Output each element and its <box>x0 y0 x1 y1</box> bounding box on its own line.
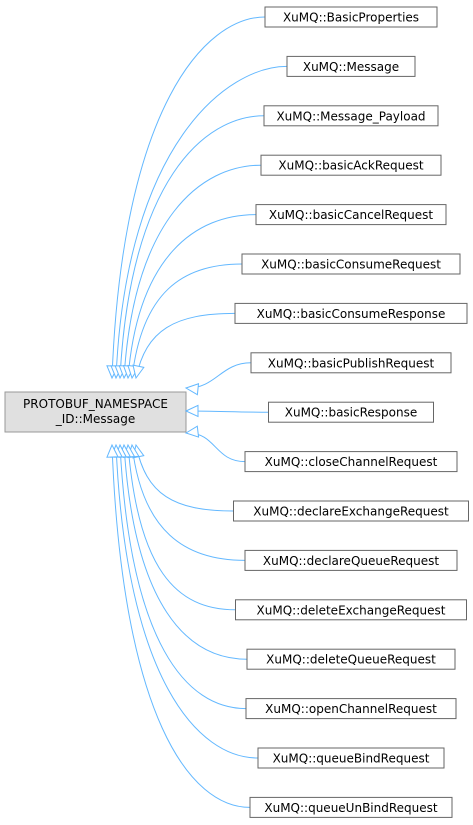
class-node-declare-queue-request[interactable]: XuMQ::declareQueueRequest <box>244 549 458 571</box>
inheritance-edge-close-channel-request <box>187 432 246 463</box>
class-node-basic-ack-request[interactable]: XuMQ::basicAckRequest <box>260 154 442 176</box>
class-node-label: XuMQ::BasicProperties <box>283 11 419 25</box>
derived-class-nodes: XuMQ::BasicPropertiesXuMQ::MessageXuMQ::… <box>233 6 469 818</box>
class-node-message-payload[interactable]: XuMQ::Message_Payload <box>263 105 439 127</box>
class-node-basic-consume-request[interactable]: XuMQ::basicConsumeRequest <box>241 253 461 275</box>
inheritance-edge-basic-consume-response <box>135 312 236 379</box>
inheritance-edge-basic-ack-request <box>123 164 262 379</box>
class-node-delete-queue-request[interactable]: XuMQ::deleteQueueRequest <box>246 648 456 670</box>
base-class-node[interactable]: PROTOBUF_NAMESPACE _ID::Message <box>4 391 187 433</box>
class-node-basic-properties[interactable]: XuMQ::BasicProperties <box>264 6 438 28</box>
class-node-label: XuMQ::Message <box>303 60 399 74</box>
class-node-label: XuMQ::declareQueueRequest <box>263 554 440 568</box>
class-node-label: XuMQ::basicAckRequest <box>278 159 423 173</box>
class-node-declare-exchange-request[interactable]: XuMQ::declareExchangeRequest <box>233 500 469 522</box>
class-node-label: XuMQ::basicPublishRequest <box>268 356 435 370</box>
class-node-message[interactable]: XuMQ::Message <box>286 55 416 77</box>
arrowhead-queue-un-bind-request <box>106 443 119 458</box>
inheritance-edge-queue-bind-request <box>115 444 259 759</box>
class-node-basic-response[interactable]: XuMQ::basicResponse <box>268 401 434 423</box>
class-node-label: XuMQ::queueUnBindRequest <box>264 801 438 815</box>
class-node-label: XuMQ::deleteExchangeRequest <box>257 603 446 617</box>
class-node-label: XuMQ::basicConsumeRequest <box>261 258 441 272</box>
inheritance-edge-message <box>115 65 288 379</box>
inheritance-edge-basic-cancel-request <box>127 214 257 379</box>
inheritance-edge-basic-properties <box>111 16 266 379</box>
class-node-label: XuMQ::queueBindRequest <box>273 752 430 766</box>
inheritance-arrowheads <box>106 364 200 459</box>
class-node-label: XuMQ::deleteQueueRequest <box>266 653 436 667</box>
class-node-label: XuMQ::Message_Payload <box>276 109 425 123</box>
arrowhead-basic-consume-response <box>132 364 145 380</box>
inheritance-edge-basic-response <box>187 410 269 413</box>
class-node-basic-cancel-request[interactable]: XuMQ::basicCancelRequest <box>255 204 447 226</box>
inheritance-edges <box>111 16 288 808</box>
base-class-label-line1: PROTOBUF_NAMESPACE <box>23 397 168 411</box>
class-node-label: XuMQ::basicConsumeResponse <box>257 307 446 321</box>
class-node-delete-exchange-request[interactable]: XuMQ::deleteExchangeRequest <box>235 599 467 621</box>
class-node-queue-bind-request[interactable]: XuMQ::queueBindRequest <box>257 747 445 769</box>
class-node-label: XuMQ::openChannelRequest <box>265 702 437 716</box>
inheritance-edge-delete-queue-request <box>123 444 248 660</box>
arrowhead-basic-publish-request <box>184 383 200 396</box>
class-node-label: XuMQ::declareExchangeRequest <box>253 505 449 519</box>
arrowhead-basic-response <box>184 404 199 418</box>
class-node-label: XuMQ::basicCancelRequest <box>269 208 434 222</box>
inheritance-edge-delete-exchange-request <box>127 444 236 611</box>
arrowhead-close-channel-request <box>184 425 200 438</box>
inheritance-edge-queue-un-bind-request <box>111 444 251 808</box>
class-node-label: XuMQ::basicResponse <box>285 406 418 420</box>
inheritance-edge-declare-queue-request <box>131 444 246 561</box>
class-node-label: XuMQ::closeChannelRequest <box>265 455 438 469</box>
inheritance-edge-open-channel-request <box>119 444 247 710</box>
class-node-basic-publish-request[interactable]: XuMQ::basicPublishRequest <box>250 352 452 374</box>
inheritance-edge-basic-consume-request <box>131 263 243 379</box>
class-node-queue-un-bind-request[interactable]: XuMQ::queueUnBindRequest <box>249 796 453 818</box>
class-node-close-channel-request[interactable]: XuMQ::closeChannelRequest <box>244 451 458 473</box>
class-node-open-channel-request[interactable]: XuMQ::openChannelRequest <box>245 698 457 720</box>
inheritance-edge-declare-exchange-request <box>135 444 234 512</box>
class-node-basic-consume-response[interactable]: XuMQ::basicConsumeResponse <box>234 302 468 324</box>
base-class-label-line2: _ID::Message <box>55 412 135 426</box>
inheritance-edge-message-payload <box>119 115 265 379</box>
